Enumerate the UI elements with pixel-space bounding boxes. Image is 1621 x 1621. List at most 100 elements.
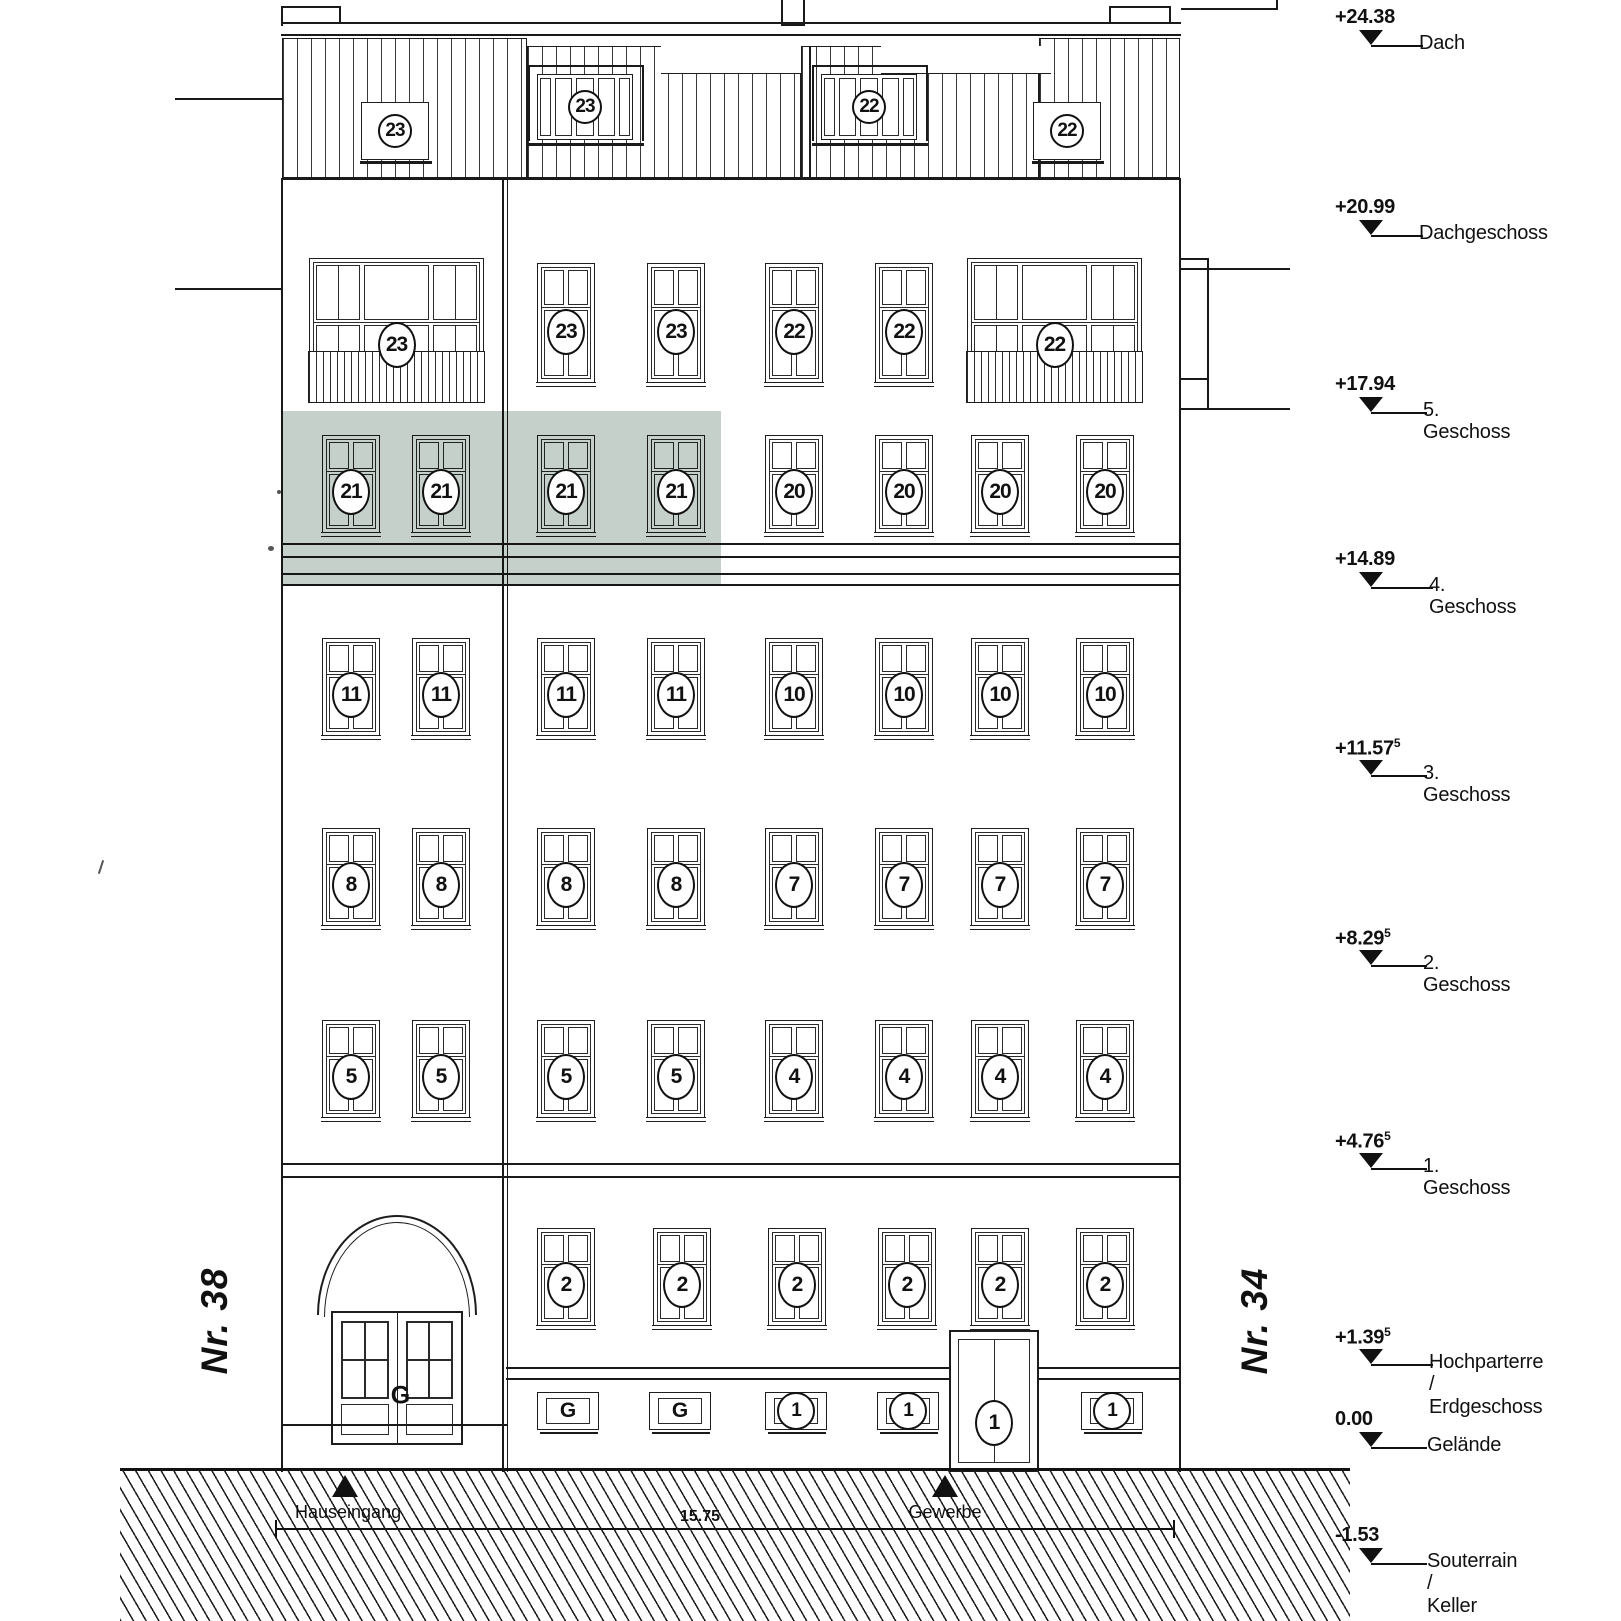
level-elevation-value: +8.295 — [1335, 926, 1391, 950]
window-f2-5: 7 — [764, 828, 824, 930]
facade-top-line — [281, 178, 1181, 180]
window-sill — [874, 925, 934, 930]
window-f2-3: 8 — [536, 828, 596, 930]
level-elevation-superscript: 5 — [1384, 1325, 1391, 1339]
width-dimension-line — [275, 1520, 1175, 1538]
window-number-badge: 1 — [777, 1392, 815, 1430]
cornice-cellar-a — [506, 1367, 1181, 1369]
window-upper-row — [880, 833, 928, 865]
window-upper-row — [880, 440, 928, 472]
dormer-bay — [903, 78, 914, 136]
attic-dormer-22: 22 — [812, 65, 928, 146]
window-f2-4: 8 — [646, 828, 706, 930]
attic-recess-left — [661, 46, 801, 74]
window-number-badge: 23 — [568, 90, 602, 124]
dormer-head — [528, 65, 644, 67]
window-sill — [652, 1325, 712, 1330]
cellar-sill — [880, 1432, 938, 1434]
window-sill — [646, 925, 706, 930]
window-upper-row — [880, 643, 928, 675]
window-sill — [767, 1325, 827, 1330]
window-upper-row — [770, 440, 818, 472]
window-number-badge: 20 — [775, 468, 813, 515]
window-bay — [316, 265, 360, 320]
window-upper-row — [971, 262, 1138, 323]
window-number-badge: 23 — [547, 309, 585, 356]
window-sill — [764, 925, 824, 930]
window-f4-5: 20 — [764, 435, 824, 537]
window-upper-row — [770, 833, 818, 865]
level-triangle-icon — [1359, 1349, 1383, 1364]
level-elevation-value: +11.575 — [1335, 736, 1401, 760]
commercial-door[interactable]: 1 — [949, 1330, 1039, 1472]
door-glazing — [341, 1321, 389, 1399]
level-leader-line — [1371, 1364, 1433, 1366]
window-upper-row — [880, 268, 928, 308]
window-sill — [411, 735, 471, 740]
window-sill — [877, 1325, 937, 1330]
window-number-badge: 4 — [1086, 1053, 1124, 1100]
window-upper-row — [883, 1233, 931, 1265]
up-arrow-icon — [932, 1475, 958, 1497]
entrance-base-line — [281, 1424, 507, 1426]
chimney-left — [781, 0, 783, 26]
parapet-right — [1169, 6, 1171, 24]
window-f2-1: 8 — [321, 828, 381, 930]
neighbor-right-eave-1 — [1180, 268, 1290, 270]
window-upper-row — [327, 833, 375, 865]
door-leaf-left[interactable]: G — [333, 1313, 410, 1443]
window-number-badge: 20 — [981, 468, 1019, 515]
window-sill — [360, 161, 432, 164]
window-number-badge: 10 — [1086, 671, 1124, 718]
window-eg-5: 2 — [970, 1228, 1030, 1330]
commercial-caption: Gewerbe — [908, 1502, 982, 1522]
window-f4-6: 20 — [874, 435, 934, 537]
window-number-badge: 10 — [775, 671, 813, 718]
level-name-label: Gelände — [1427, 1434, 1502, 1456]
window-number-badge: 22 — [885, 309, 923, 356]
window-number-badge: 2 — [663, 1261, 701, 1308]
window-sill — [1075, 1325, 1135, 1330]
window-bay — [1091, 265, 1135, 320]
cellar-window-g-1: G — [537, 1392, 599, 1434]
window-upper-row — [652, 268, 700, 308]
neighbor-right-number: Nr. 34 — [1234, 1267, 1275, 1375]
window-bay — [1022, 265, 1087, 320]
window-upper-row — [770, 268, 818, 308]
level-triangle-icon — [1359, 1432, 1383, 1447]
level-elevation-superscript: 5 — [1384, 926, 1391, 940]
level-leader-line — [1371, 45, 1423, 47]
window-number-badge: 22 — [852, 90, 886, 124]
window-upper-row — [773, 1233, 821, 1265]
level-triangle-icon — [1359, 397, 1383, 412]
neighbor-right-roof — [1181, 8, 1277, 10]
level-name-label: 2. Geschoss — [1423, 952, 1511, 997]
window-number-badge: 23 — [377, 321, 416, 368]
entrance-door-body[interactable]: G — [331, 1311, 463, 1445]
window-number-badge: 7 — [885, 861, 923, 908]
cornice-cellar-b — [506, 1378, 1181, 1380]
level-triangle-icon — [1359, 572, 1383, 587]
window-f2-7: 7 — [970, 828, 1030, 930]
window-number-badge: 7 — [1086, 861, 1124, 908]
window-sill — [764, 382, 824, 387]
parapet-right-top — [1109, 6, 1171, 8]
level-name-label: 4. Geschoss — [1429, 574, 1517, 619]
window-number-badge: 11 — [422, 671, 460, 718]
window-sill — [321, 1117, 381, 1122]
window-sill — [1075, 735, 1135, 740]
window-number-badge: 5 — [332, 1053, 370, 1100]
window-number-badge: 23 — [657, 309, 695, 356]
dormer-bay — [540, 78, 551, 136]
level-elevation-value: +4.765 — [1335, 1129, 1391, 1153]
house-entrance-door[interactable]: G — [317, 1215, 477, 1445]
window-f2-2: 8 — [411, 828, 471, 930]
level-elevation-superscript: 5 — [1384, 1129, 1391, 1143]
window-f5-4: 22 — [874, 263, 934, 387]
window-number-badge: 22 — [775, 309, 813, 356]
door-leaf-right[interactable] — [398, 1313, 462, 1443]
window-number-badge: 22 — [1035, 321, 1074, 368]
window-eg-6: 2 — [1075, 1228, 1135, 1330]
window-f1-6: 4 — [874, 1020, 934, 1122]
